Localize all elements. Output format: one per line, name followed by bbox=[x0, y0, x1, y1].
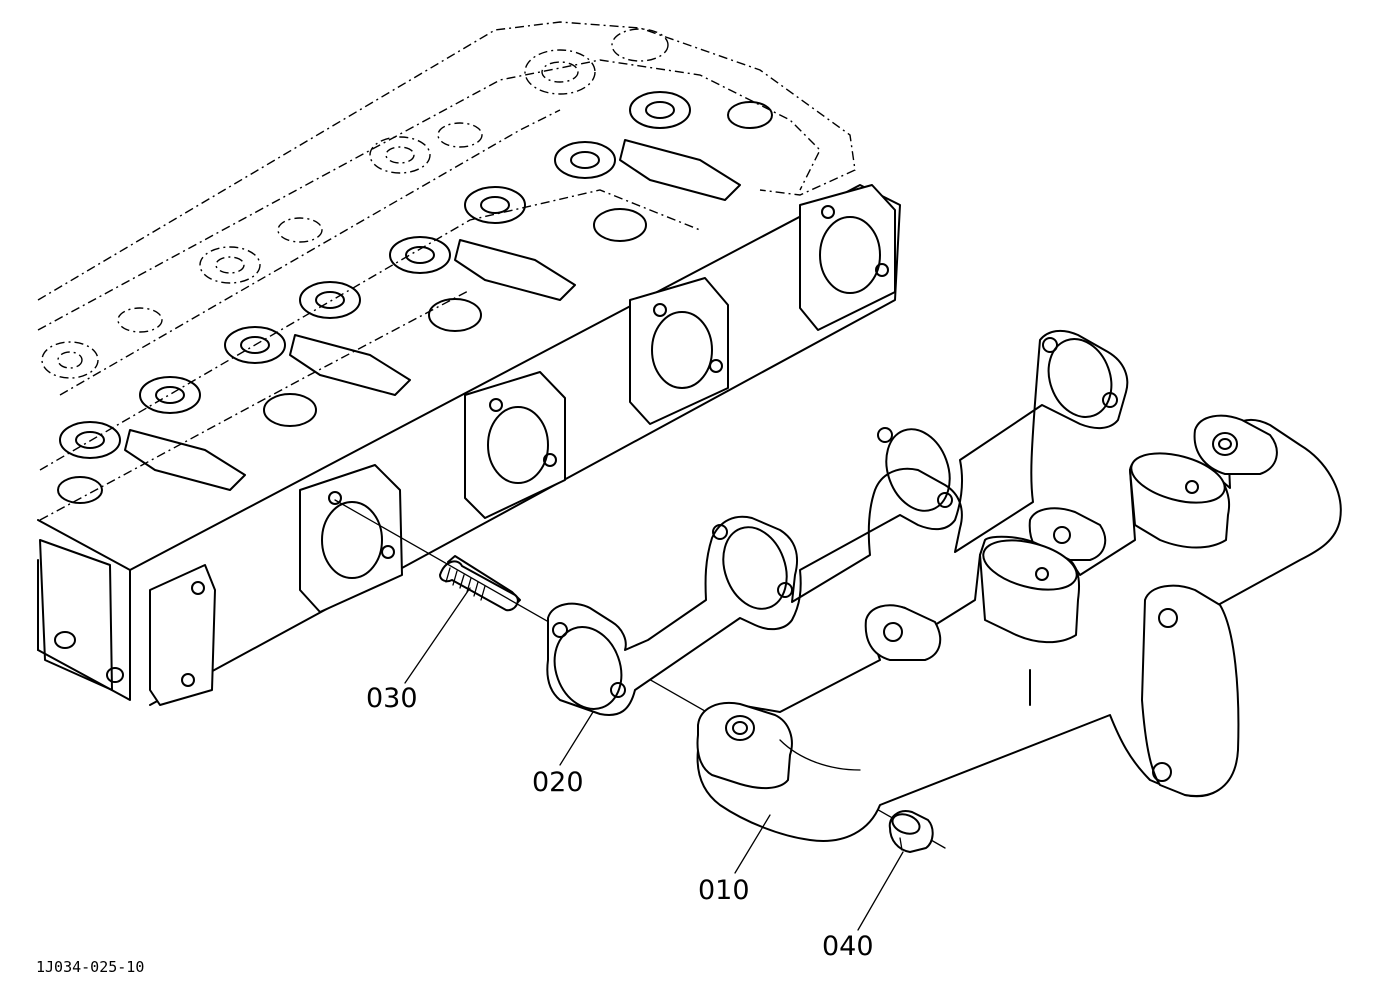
cylinder-head bbox=[37, 21, 901, 706]
exhaust-gasket bbox=[546, 329, 1129, 716]
callout-040: 040 bbox=[822, 931, 874, 962]
leader-lines bbox=[404, 587, 904, 931]
figure-code: 1J034-025-10 bbox=[36, 958, 144, 976]
nut bbox=[888, 810, 934, 853]
callout-020: 020 bbox=[532, 767, 584, 798]
callout-010: 010 bbox=[698, 875, 750, 906]
head-exhaust-ports bbox=[299, 184, 896, 613]
callout-030: 030 bbox=[366, 683, 418, 714]
exhaust-manifold bbox=[696, 414, 1342, 842]
